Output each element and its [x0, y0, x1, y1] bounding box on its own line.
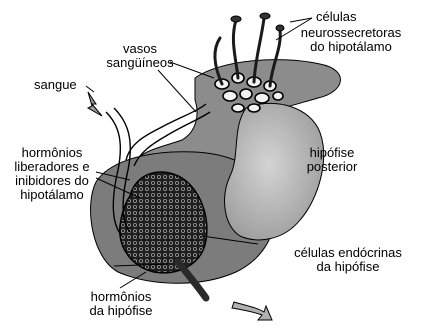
hormone-outflow-arrow: [232, 302, 272, 320]
hypothalamic-hormones-line-3: inibidores do: [2, 174, 102, 188]
hypothalamic-hormones-line-1: hormônios: [2, 146, 102, 160]
blood-text: sangue: [34, 77, 77, 92]
posterior-pituitary-label: hipófise posterior: [292, 146, 372, 174]
blood-label: sangue: [34, 78, 94, 92]
hypothalamic-hormones-line-4: hipotálamo: [2, 188, 102, 202]
neurosecretory-line-2: neurossecretoras: [286, 26, 416, 40]
posterior-pituitary-line-1: hipófise: [292, 146, 372, 160]
hypothalamic-hormones-line-2: liberadores e: [2, 160, 102, 174]
pituitary-hormones-line-2: da hipófise: [76, 304, 166, 318]
neurosecretory-cells-label-cont: neurossecretoras do hipotálamo: [286, 26, 416, 54]
blood-inflow-arrow: [88, 92, 102, 116]
endocrine-cells-label: células endócrinas da hipófise: [278, 246, 418, 274]
endocrine-cells-line-2: da hipófise: [278, 260, 418, 274]
neurosecretory-line-3: do hipotálamo: [286, 40, 416, 54]
axon-terminals: [231, 13, 284, 31]
pituitary-hormones-line-1: hormônios: [76, 290, 166, 304]
blood-vessels-label: vasos sangüíneos: [100, 42, 180, 70]
posterior-pituitary-line-2: posterior: [292, 160, 372, 174]
neurosecretory-line-1: células: [316, 10, 416, 24]
pituitary-hormones-label: hormônios da hipófise: [76, 290, 166, 318]
endocrine-cells-line-1: células endócrinas: [278, 246, 418, 260]
blood-vessels-line-2: sangüíneos: [100, 56, 180, 70]
blood-vessels-line-1: vasos: [100, 42, 180, 56]
neurosecretory-cells-label: células: [316, 10, 416, 24]
hypothalamic-hormones-label: hormônios liberadores e inibidores do hi…: [2, 146, 102, 202]
